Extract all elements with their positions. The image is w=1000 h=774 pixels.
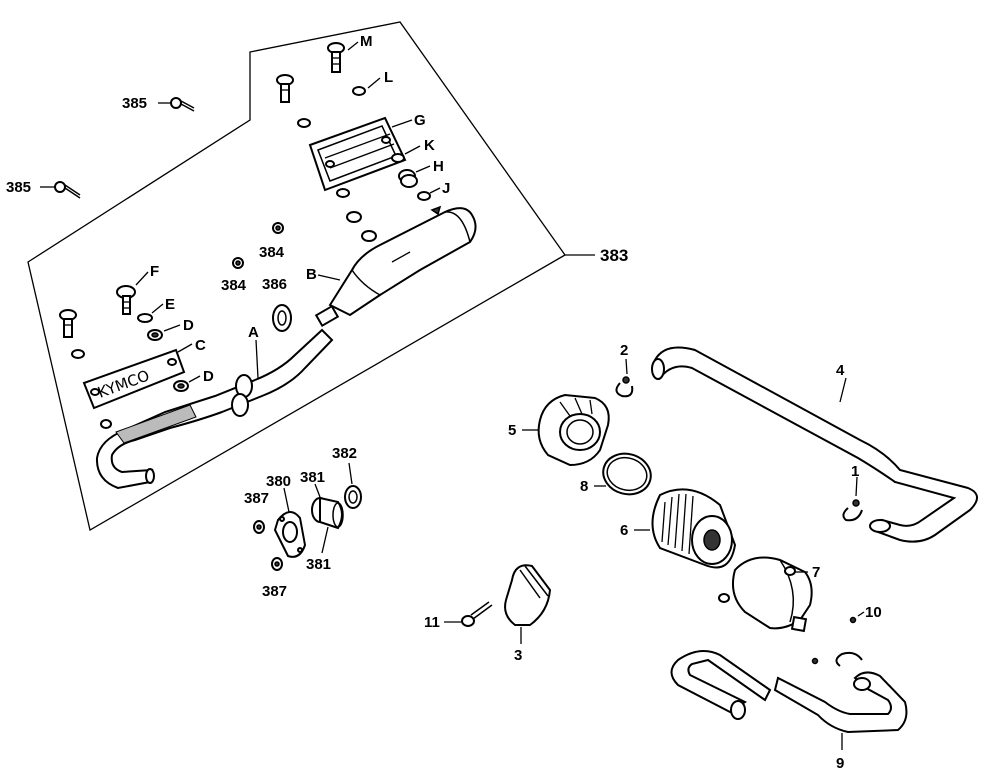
o-ring-8 [602, 452, 652, 496]
washer-l [352, 86, 366, 96]
label-h: H [433, 158, 444, 175]
heat-shield-c: KYMCO [82, 348, 186, 410]
filter-housing-7 [718, 556, 813, 633]
bolt-shield-left [276, 74, 294, 103]
exhaust-assembly-outline [27, 21, 566, 532]
label-f: F [150, 263, 159, 280]
label-3: 3 [514, 647, 522, 664]
washer-shield-lower-left [71, 349, 85, 359]
washer-j [417, 191, 431, 201]
collar-h [398, 169, 418, 188]
washer-d-upper [147, 329, 163, 341]
label-380: 380 [266, 473, 291, 490]
label-4: 4 [836, 362, 845, 379]
heat-shield-g [308, 116, 407, 192]
nut-384-upper [272, 222, 284, 234]
hose-4 [651, 346, 978, 543]
clip-1 [842, 499, 863, 522]
label-g: G [414, 112, 426, 129]
collar-under-shield [346, 211, 362, 223]
label-1: 1 [851, 463, 859, 480]
screw-11 [461, 601, 493, 627]
gasket-386 [272, 304, 292, 332]
washer-k [391, 153, 405, 163]
bolt-385-upper [158, 97, 195, 112]
washer-d-lower [173, 380, 189, 392]
label-385-upper: 385 [122, 95, 147, 112]
label-387-upper: 387 [244, 490, 269, 507]
nut-387-upper [253, 520, 265, 534]
label-385-lower: 385 [6, 179, 31, 196]
label-e: E [165, 296, 175, 313]
washer-shield-left [297, 118, 311, 128]
filter-element-6 [651, 488, 737, 569]
label-j: J [442, 180, 450, 197]
label-384-upper: 384 [259, 244, 285, 261]
label-a: A [248, 324, 259, 341]
connector-5 [537, 393, 610, 467]
nut-384-lower [232, 257, 244, 269]
bolt-shield-lower-left [59, 309, 77, 338]
bolt-385-lower [40, 181, 81, 199]
clip-2 [615, 376, 634, 398]
label-k: K [424, 137, 435, 154]
label-2: 2 [620, 342, 628, 359]
label-384-lower: 384 [221, 277, 247, 294]
washer-e [137, 313, 153, 323]
clamp-3 [504, 564, 552, 626]
label-d-lower: D [203, 368, 214, 385]
label-383: 383 [600, 246, 628, 265]
label-382: 382 [332, 445, 357, 462]
exhaust-pipe-a [95, 328, 334, 490]
washer-under-shield-1 [336, 188, 350, 198]
label-c: C [195, 337, 206, 354]
label-5: 5 [508, 422, 516, 439]
label-l: L [384, 69, 393, 86]
label-11: 11 [424, 614, 440, 631]
hose-9 [670, 650, 908, 734]
washer-under-shield-2 [361, 230, 377, 242]
shield-bracket-lower [115, 404, 197, 444]
label-381-lower: 381 [306, 556, 331, 573]
flange-380 [273, 511, 307, 558]
label-9: 9 [836, 755, 844, 772]
bolt-m [327, 42, 345, 73]
nut-387-lower [271, 557, 283, 571]
label-d-upper: D [183, 317, 194, 334]
label-m: M [360, 33, 373, 50]
label-386: 386 [262, 276, 287, 293]
label-6: 6 [620, 522, 628, 539]
label-381-upper: 381 [300, 469, 325, 486]
label-7: 7 [812, 564, 820, 581]
label-10: 10 [865, 604, 882, 621]
label-b: B [306, 266, 317, 283]
bolt-f [116, 285, 136, 315]
collar-381 [311, 496, 344, 530]
gasket-382 [344, 485, 362, 509]
muffler-b [314, 205, 477, 328]
washer-shield-bottom [100, 419, 112, 429]
label-387-lower: 387 [262, 583, 287, 600]
clip-10 [811, 616, 863, 667]
label-8: 8 [580, 478, 588, 495]
